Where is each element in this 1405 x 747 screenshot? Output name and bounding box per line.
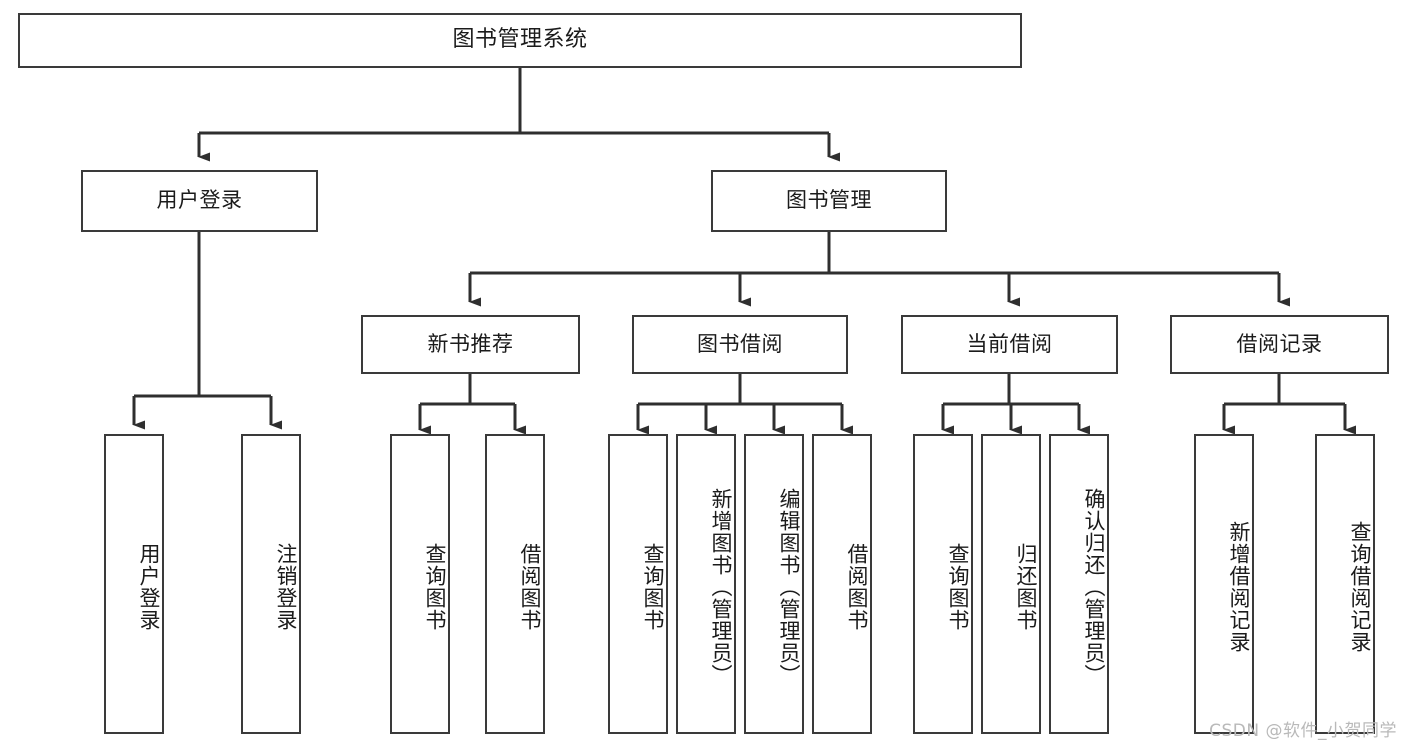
node-label: 图书管理 — [786, 188, 872, 213]
leaf-current-borrow-query-book[interactable]: 查询图书 — [913, 434, 973, 734]
node-label: 用户登录 — [137, 543, 161, 631]
node-label: 新增借阅记录 — [1227, 521, 1251, 653]
node-label: 用户登录 — [156, 188, 243, 213]
node-label: 借阅记录 — [1236, 331, 1323, 356]
node-borrow-record[interactable]: 借阅记录 — [1170, 315, 1389, 374]
node-book-borrow[interactable]: 图书借阅 — [632, 315, 848, 374]
leaf-user-login-logout[interactable]: 注销登录 — [241, 434, 301, 734]
leaf-new-book-query-book[interactable]: 查询图书 — [390, 434, 450, 734]
node-label: 图书借阅 — [697, 331, 783, 356]
node-label: 借阅图书 — [518, 543, 542, 631]
node-label: 查询借阅记录 — [1348, 521, 1372, 653]
leaf-borrow-record-query-record[interactable]: 查询借阅记录 — [1315, 434, 1375, 734]
csdn-watermark: CSDN @软件_小贺同学 — [1209, 721, 1397, 741]
node-label: 归还图书 — [1014, 543, 1038, 631]
leaf-book-borrow-borrow-book[interactable]: 借阅图书 — [812, 434, 872, 734]
leaf-book-borrow-add-book-admin[interactable]: 新增图书（管理员） — [676, 434, 736, 734]
node-label: 编辑图书（管理员） — [777, 488, 801, 686]
node-label: 确认归还（管理员） — [1082, 488, 1106, 686]
node-current-borrow[interactable]: 当前借阅 — [901, 315, 1118, 374]
node-new-book-recommend[interactable]: 新书推荐 — [361, 315, 580, 374]
leaf-book-borrow-edit-book-admin[interactable]: 编辑图书（管理员） — [744, 434, 804, 734]
node-book-management[interactable]: 图书管理 — [711, 170, 947, 232]
leaf-book-borrow-query-book[interactable]: 查询图书 — [608, 434, 668, 734]
node-label: 注销登录 — [274, 543, 298, 631]
node-root-book-management-system[interactable]: 图书管理系统 — [18, 13, 1022, 68]
leaf-current-borrow-confirm-return-admin[interactable]: 确认归还（管理员） — [1049, 434, 1109, 734]
node-label: 图书管理系统 — [452, 27, 588, 53]
node-label: 当前借阅 — [966, 331, 1053, 356]
node-label: 查询图书 — [423, 543, 447, 631]
leaf-current-borrow-return-book[interactable]: 归还图书 — [981, 434, 1041, 734]
node-label: 查询图书 — [946, 543, 970, 631]
node-label: 新增图书（管理员） — [709, 488, 733, 686]
leaf-new-book-borrow-book[interactable]: 借阅图书 — [485, 434, 545, 734]
node-label: 借阅图书 — [845, 543, 869, 631]
node-user-login[interactable]: 用户登录 — [81, 170, 318, 232]
leaf-borrow-record-add-record[interactable]: 新增借阅记录 — [1194, 434, 1254, 734]
leaf-user-login-login[interactable]: 用户登录 — [104, 434, 164, 734]
node-label: 查询图书 — [641, 543, 665, 631]
node-label: 新书推荐 — [427, 331, 514, 356]
